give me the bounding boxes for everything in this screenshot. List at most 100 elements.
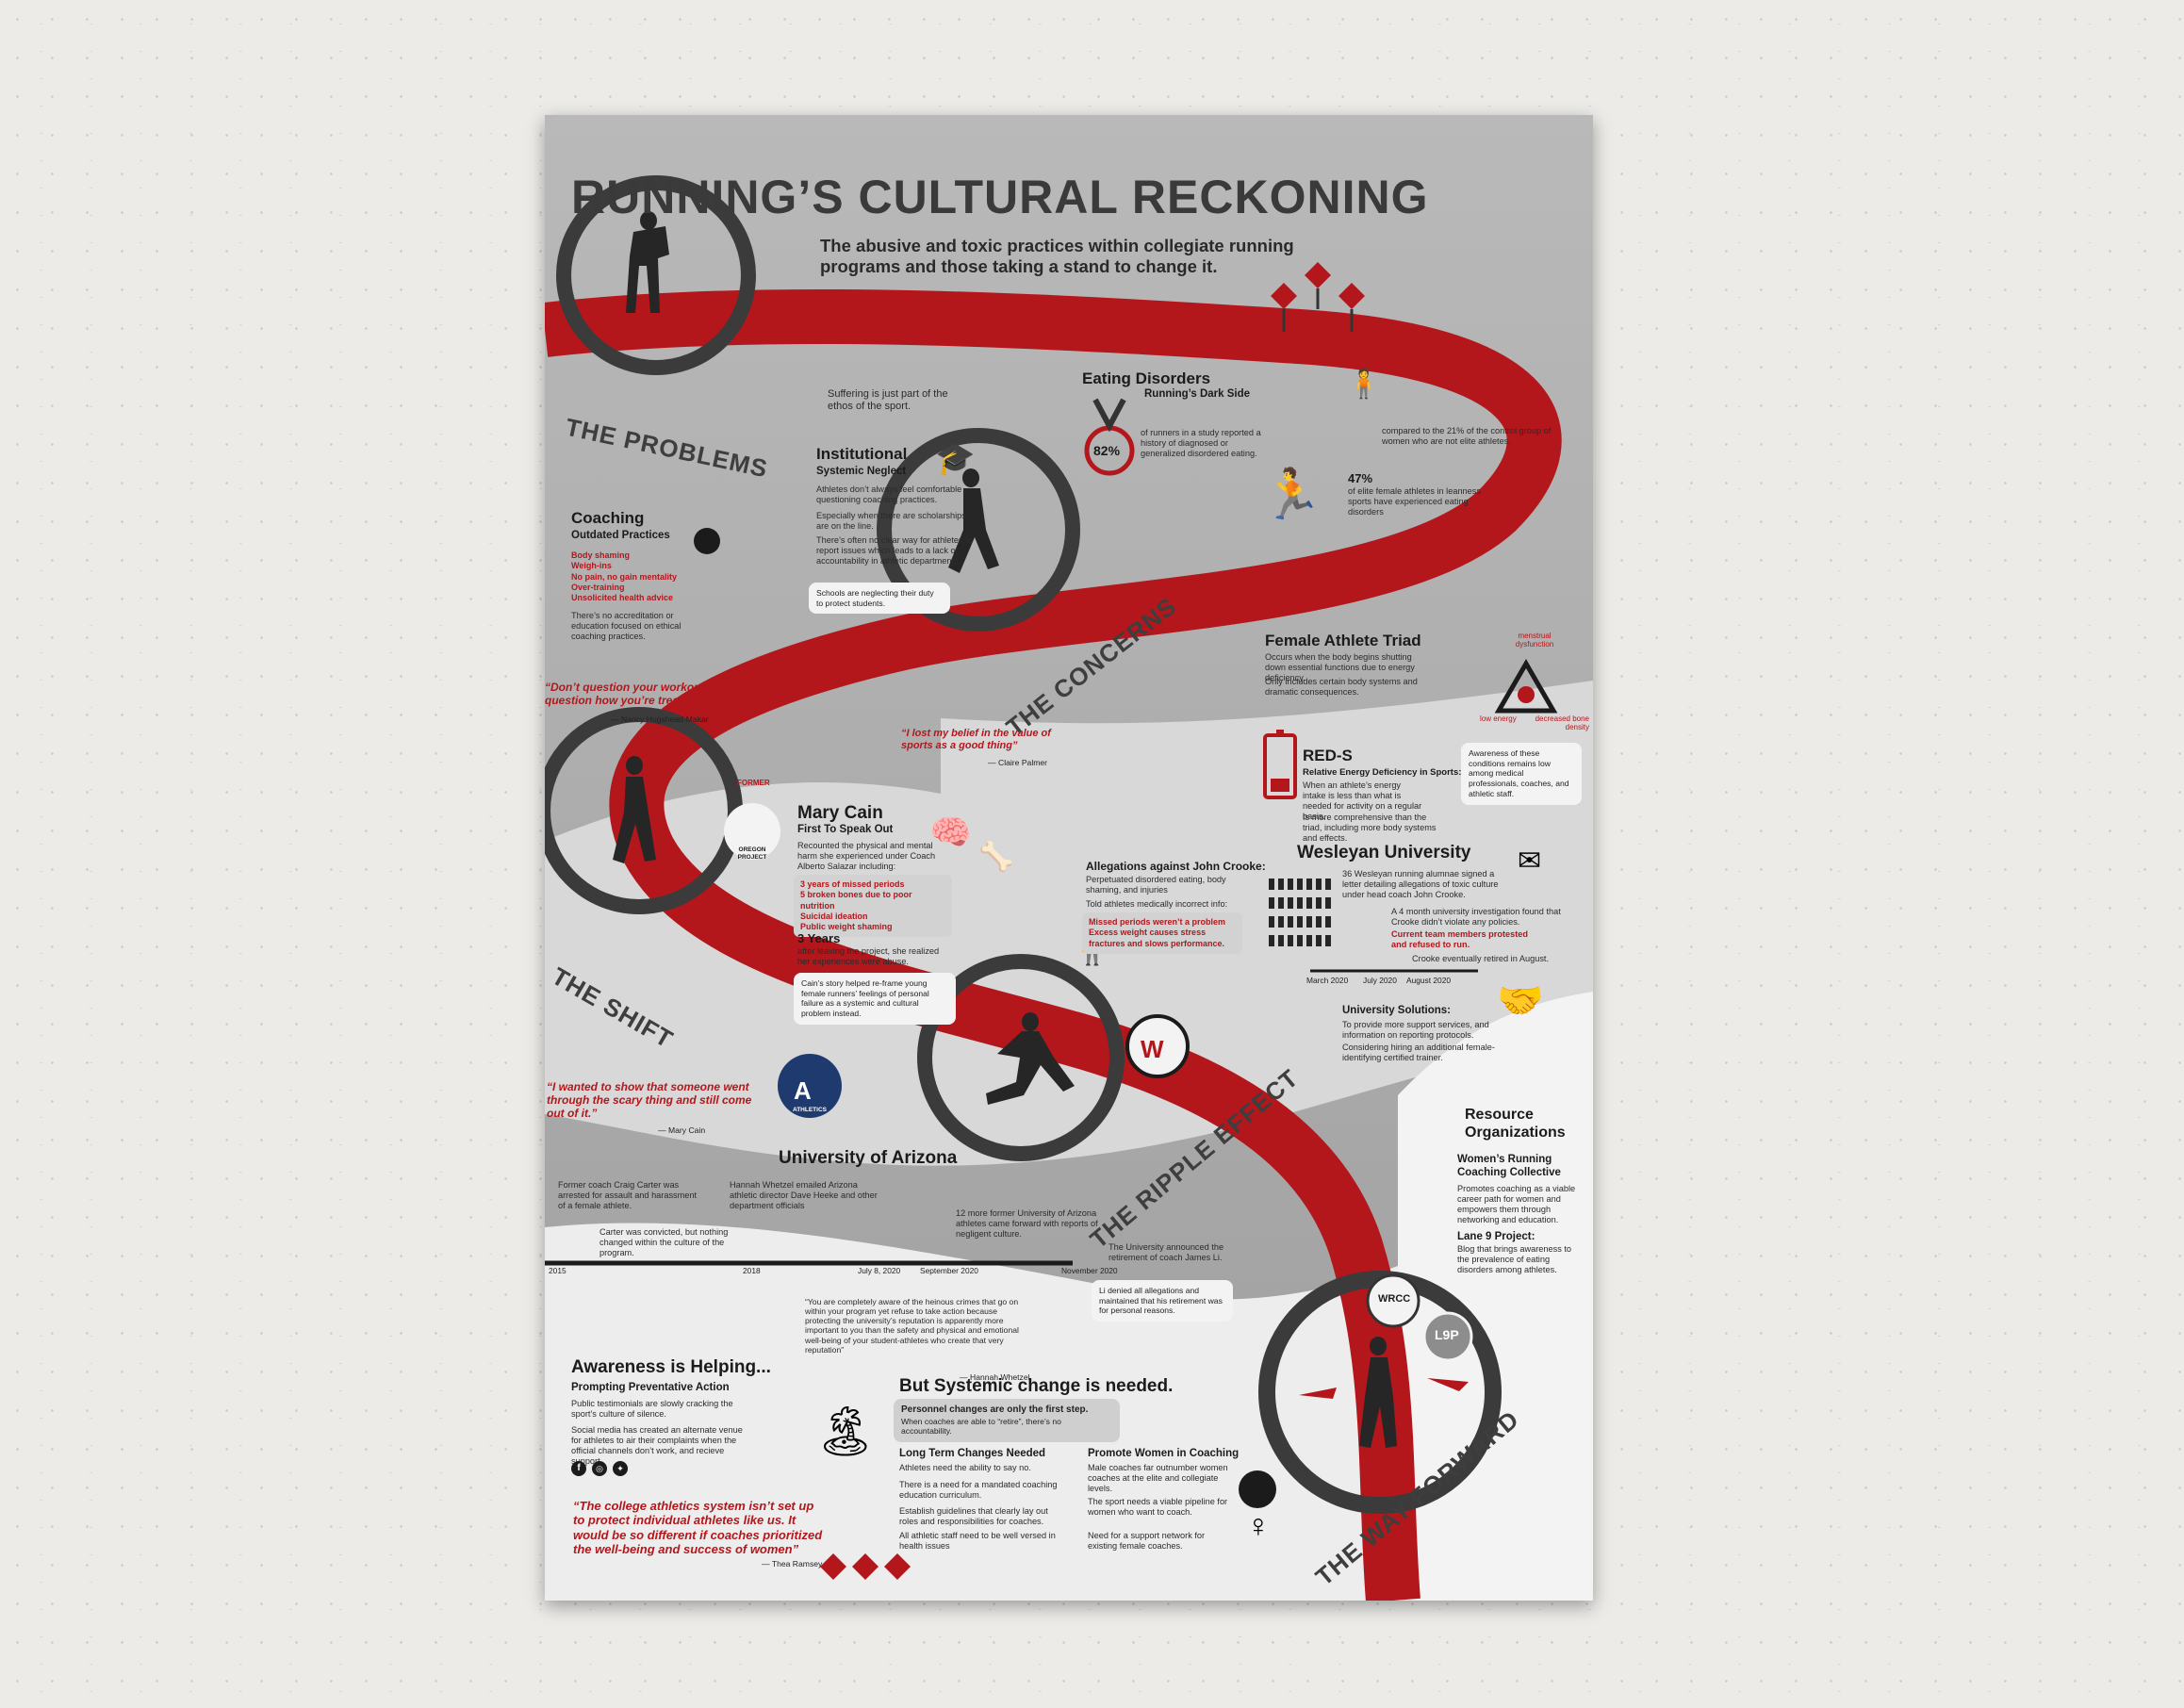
mary-cain-list-item: Public weight shaming (800, 922, 893, 931)
oregon-project-logo: OREGON PROJECT (737, 846, 767, 861)
twitter-icon[interactable]: ✦ (613, 1461, 628, 1476)
long-term-text-1: Athletes need the ability to say no. (899, 1463, 1031, 1472)
coaching-text: There’s no accreditation or education fo… (571, 611, 681, 641)
control-group-text: compared to the 21% of the control group… (1382, 426, 1552, 446)
reds-text-1: When an athlete’s energy intake is less … (1303, 780, 1422, 821)
wrcc-logo: WRCC (1378, 1293, 1411, 1305)
arizona-logo-circle (778, 1054, 842, 1118)
wesleyan-logo: W (1141, 1035, 1164, 1063)
reds-text-2: Is more comprehensive than the triad, in… (1303, 813, 1437, 843)
former-label: FORMER (737, 779, 770, 787)
arizona-event-3: Hannah Whetzel emailed Arizona athletic … (730, 1180, 878, 1210)
quote-mary-cain-author: — Mary Cain (658, 1125, 706, 1135)
quote-hogshead-author: — Nancy Hogshead-Makar (611, 714, 709, 724)
institutional-text-3: There’s often no clear way for athletes … (816, 535, 973, 566)
institutional-subtitle: Systemic Neglect (816, 466, 907, 477)
wrcc-title: Women’s Running Coaching Collective (1457, 1154, 1561, 1178)
university-solutions-text-2: Considering hiring an additional female-… (1342, 1043, 1495, 1062)
mary-cain-callout: Cain’s story helped re-frame young femal… (794, 973, 956, 1025)
coaching-list-item: Weigh-ins (571, 561, 612, 571)
systemic-callout-heading: Personnel changes are only the first ste… (901, 1404, 1089, 1415)
crooke-title: Allegations against John Crooke: (1086, 860, 1266, 873)
promote-women-title: Promote Women in Coaching (1088, 1448, 1240, 1459)
awareness-text-2: Social media has created an alternate ve… (571, 1425, 743, 1466)
resources-title: Resource Organizations (1465, 1107, 1566, 1141)
eating-disorders-text: of runners in a study reported a history… (1141, 428, 1261, 458)
institutional-text-1: Athletes don’t always feel comfortable q… (816, 484, 962, 504)
elite-percent: 47% (1348, 471, 1373, 485)
quote-whetzel: “You are completely aware of the heinous… (805, 1297, 1019, 1355)
instagram-icon[interactable]: ◎ (592, 1461, 607, 1476)
coaching-list-item: Over-training (571, 582, 625, 592)
arizona-date-november: November 2020 (1061, 1266, 1118, 1275)
fallen-runner-icon: 🏃 (1261, 468, 1322, 522)
long-term-text-3: Establish guidelines that clearly lay ou… (899, 1506, 1048, 1526)
three-years-text: after leaving the project, she realized … (797, 946, 940, 966)
promote-women-text-3: Need for a support network for existing … (1088, 1531, 1206, 1551)
university-solutions-title: University Solutions: (1342, 1005, 1452, 1016)
female-symbol-icon: ♀ (1246, 1508, 1271, 1544)
eating-disorders-subtitle: Running’s Dark Side (1144, 388, 1251, 400)
arizona-event-4: 12 more former University of Arizona ath… (956, 1208, 1098, 1239)
poster-title: RUNNING’S CULTURAL RECKONING (571, 171, 1429, 223)
warning-signs-bottom (820, 1553, 911, 1580)
eating-disorders-title: Eating Disorders (1082, 370, 1211, 387)
arizona-year-2015: 2015 (549, 1266, 567, 1275)
crooke-list-item: Missed periods weren’t a problem (1089, 917, 1226, 927)
crooke-list: Missed periods weren’t a problem Excess … (1082, 912, 1242, 954)
quote-palmer: “I lost my belief in the value of sports… (901, 728, 1051, 751)
mary-cain-list-item: 5 broken bones due to poor nutrition (800, 890, 912, 911)
wrcc-logo-circle (1366, 1273, 1420, 1328)
graduation-cap-icon: 🎓 (935, 441, 976, 477)
systemic-callout-text: When coaches are able to “retire”, there… (901, 1416, 1061, 1437)
quote-hogshead: “Don’t question your workouts. Don’t que… (545, 681, 747, 708)
light-band-right (1398, 992, 1593, 1601)
reds-title: RED-S (1303, 747, 1353, 764)
lane9-text: Blog that brings awareness to the preval… (1457, 1244, 1572, 1274)
mary-cain-subtitle: First To Speak Out (797, 824, 894, 835)
reds-subtitle: Relative Energy Deficiency in Sports: (1303, 767, 1462, 778)
social-icons: f ◎ ✦ (571, 1461, 628, 1476)
wesleyan-protest: Current team members protested and refus… (1391, 929, 1528, 949)
quote-mary-cain: “I wanted to show that someone went thro… (547, 1080, 752, 1121)
institutional-text-2: Especially when there are scholarships a… (816, 511, 966, 531)
crooke-text-1: Perpetuated disordered eating, body sham… (1086, 875, 1226, 895)
arizona-event-2: Carter was convicted, but nothing change… (599, 1227, 729, 1257)
coaching-list-item: Unsolicited health advice (571, 593, 674, 602)
crooke-text-2: Told athletes medically incorrect info: (1086, 899, 1228, 909)
triad-label-bone: decreased bone density (1535, 714, 1589, 732)
long-term-text-2: There is a need for a mandated coaching … (899, 1480, 1058, 1500)
whistle-icon-bottom (1239, 1470, 1276, 1508)
triad-label-menstrual: menstrual dysfunction (1515, 632, 1554, 649)
mary-cain-list-item: Suicidal ideation (800, 911, 868, 921)
quote-ramsey: “The college athletics system isn’t set … (573, 1499, 823, 1556)
facebook-icon[interactable]: f (571, 1461, 586, 1476)
triad-triangle (1494, 659, 1558, 714)
light-band-middle (545, 681, 1593, 1166)
lane9-title: Lane 9 Project: (1457, 1231, 1535, 1242)
arizona-logo: A (794, 1076, 812, 1105)
coaching-list-item: No pain, no gain mentality (571, 571, 678, 582)
long-term-title: Long Term Changes Needed (899, 1448, 1046, 1459)
warning-signs-top (1271, 262, 1365, 332)
crooke-list-item: Excess weight causes stress fractures an… (1089, 928, 1225, 948)
triad-text-1: Occurs when the body begins shutting dow… (1265, 652, 1415, 682)
arizona-li-callout: Li denied all allegations and maintained… (1092, 1280, 1233, 1322)
eating-disorders-percent: 82% (1093, 443, 1121, 458)
ribbon-left (1299, 1388, 1337, 1399)
coaching-list: Body shaming Weigh-ins No pain, no gain … (571, 550, 677, 603)
poster-artwork (545, 115, 1593, 1601)
elite-text: of elite female athletes in leanness spo… (1348, 486, 1481, 517)
bone-icon: 🦴 (978, 842, 1014, 873)
wesleyan-date-1: March 2020 (1306, 976, 1349, 985)
coaching-list-item: Body shaming (571, 550, 631, 560)
systemic-title: But Systemic change is needed. (899, 1376, 1174, 1396)
alumnae-figures (1269, 879, 1331, 946)
triad-title: Female Athlete Triad (1265, 632, 1421, 649)
envelope-icon: ✉ (1518, 846, 1542, 877)
brain-icon: 🧠 (929, 813, 972, 851)
long-term-text-4: All athletic staff need to be well verse… (899, 1531, 1056, 1551)
arizona-athletics-label: ATHLETICS (793, 1107, 827, 1113)
coaching-title: Coaching (571, 509, 645, 527)
systemic-callout: Personnel changes are only the first ste… (894, 1399, 1120, 1442)
